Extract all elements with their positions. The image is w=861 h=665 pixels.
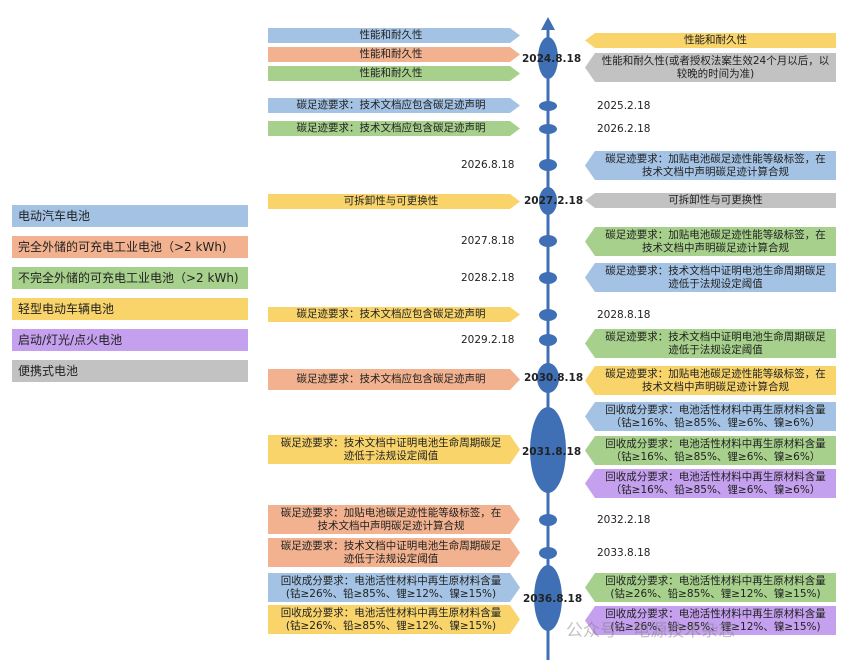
timeline-node (539, 514, 557, 526)
timeline-node (539, 272, 557, 284)
right-milestone-box: 可拆卸性与可更换性 (585, 193, 836, 208)
timeline-node (539, 309, 557, 321)
date-label: 2024.8.18 (522, 53, 582, 65)
right-milestone-box: 碳足迹要求：技术文档中证明电池生命周期碳足迹低于法规设定阈值 (585, 329, 836, 358)
date-label: 2032.2.18 (597, 514, 651, 526)
left-milestone-box: 碳足迹要求：技术文档中证明电池生命周期碳足迹低于法规设定阈值 (268, 435, 520, 464)
right-milestone-box: 回收成分要求：电池活性材料中再生原材料含量(钴≥26%、铅≥85%、锂≥12%、… (585, 606, 836, 635)
timeline-node (539, 187, 557, 215)
timeline-node (539, 235, 557, 247)
date-label: 2036.8.18 (523, 593, 583, 605)
right-milestone-box: 碳足迹要求：加贴电池碳足迹性能等级标签，在技术文档中声明碳足迹计算合规 (585, 151, 836, 180)
date-label: 2029.2.18 (461, 334, 515, 346)
left-milestone-box: 碳足迹要求：技术文档中证明电池生命周期碳足迹低于法规设定阈值 (268, 538, 520, 567)
date-label: 2027.8.18 (461, 235, 515, 247)
timeline-node (539, 547, 557, 559)
right-milestone-box: 性能和耐久性 (585, 33, 836, 48)
timeline-node (539, 124, 557, 134)
legend-lmt-battery: 轻型电动车辆电池 (12, 298, 248, 320)
left-milestone-box: 碳足迹要求：加贴电池碳足迹性能等级标签，在技术文档中声明碳足迹计算合规 (268, 505, 520, 534)
timeline-node (539, 159, 557, 171)
left-milestone-box: 性能和耐久性 (268, 66, 520, 81)
left-milestone-box: 性能和耐久性 (268, 28, 520, 43)
legend-external-industrial-battery: 完全外储的可充电工业电池（>2 kWh) (12, 236, 248, 258)
date-label: 2033.8.18 (597, 547, 651, 559)
left-milestone-box: 碳足迹要求：技术文档应包含碳足迹声明 (268, 307, 520, 322)
right-milestone-box: 回收成分要求：电池活性材料中再生原材料含量（钴≥16%、铅≥85%、锂≥6%、镍… (585, 469, 836, 498)
timeline-node (538, 37, 558, 79)
right-milestone-box: 回收成分要求：电池活性材料中再生原材料含量（钴≥16%、铅≥85%、锂≥6%、镍… (585, 436, 836, 465)
legend-ev-battery: 电动汽车电池 (12, 205, 248, 227)
legend-sli-battery: 启动/灯光/点火电池 (12, 329, 248, 351)
right-milestone-box: 回收成分要求：电池活性材料中再生原材料含量（钴≥16%、铅≥85%、锂≥6%、镍… (585, 402, 836, 431)
legend-portable-battery: 便携式电池 (12, 360, 248, 382)
left-milestone-box: 碳足迹要求：技术文档应包含碳足迹声明 (268, 98, 520, 113)
timeline-node (539, 101, 557, 111)
date-label: 2025.2.18 (597, 100, 651, 112)
date-label: 2031.8.18 (522, 446, 582, 458)
timeline-node (539, 334, 557, 346)
date-label: 2027.2.18 (524, 195, 584, 207)
right-milestone-box: 回收成分要求：电池活性材料中再生原材料含量(钴≥26%、铅≥85%、锂≥12%、… (585, 573, 836, 602)
watermark: 公众号 · 电源技术杂志 (566, 621, 736, 641)
date-label: 2028.2.18 (461, 272, 515, 284)
left-milestone-box: 回收成分要求：电池活性材料中再生原材料含量(钴≥26%、铅≥85%、锂≥12%、… (268, 605, 520, 634)
left-milestone-box: 碳足迹要求：技术文档应包含碳足迹声明 (268, 369, 520, 390)
timeline-node (537, 363, 559, 393)
right-milestone-box: 碳足迹要求：加贴电池碳足迹性能等级标签，在技术文档中声明碳足迹计算合规 (585, 227, 836, 256)
left-milestone-box: 碳足迹要求：技术文档应包含碳足迹声明 (268, 121, 520, 136)
date-label: 2028.8.18 (597, 309, 651, 321)
legend-nonexternal-industrial-battery: 不完全外储的可充电工业电池（>2 kWh) (12, 267, 248, 289)
right-milestone-box: 性能和耐久性(或者授权法案生效24个月以后，以较晚的时间为准) (585, 53, 836, 82)
date-label: 2030.8.18 (524, 372, 584, 384)
right-milestone-box: 碳足迹要求：技术文档中证明电池生命周期碳足迹低于法规设定阈值 (585, 263, 836, 292)
date-label: 2026.2.18 (597, 123, 651, 135)
timeline-node (530, 407, 566, 493)
left-milestone-box: 性能和耐久性 (268, 47, 520, 62)
date-label: 2026.8.18 (461, 159, 515, 171)
timeline-node (534, 565, 562, 631)
right-milestone-box: 碳足迹要求：加贴电池碳足迹性能等级标签，在技术文档中声明碳足迹计算合规 (585, 366, 836, 395)
left-milestone-box: 回收成分要求：电池活性材料中再生原材料含量(钴≥26%、铅≥85%、锂≥12%、… (268, 573, 520, 602)
left-milestone-box: 可拆卸性与可更换性 (268, 194, 520, 209)
